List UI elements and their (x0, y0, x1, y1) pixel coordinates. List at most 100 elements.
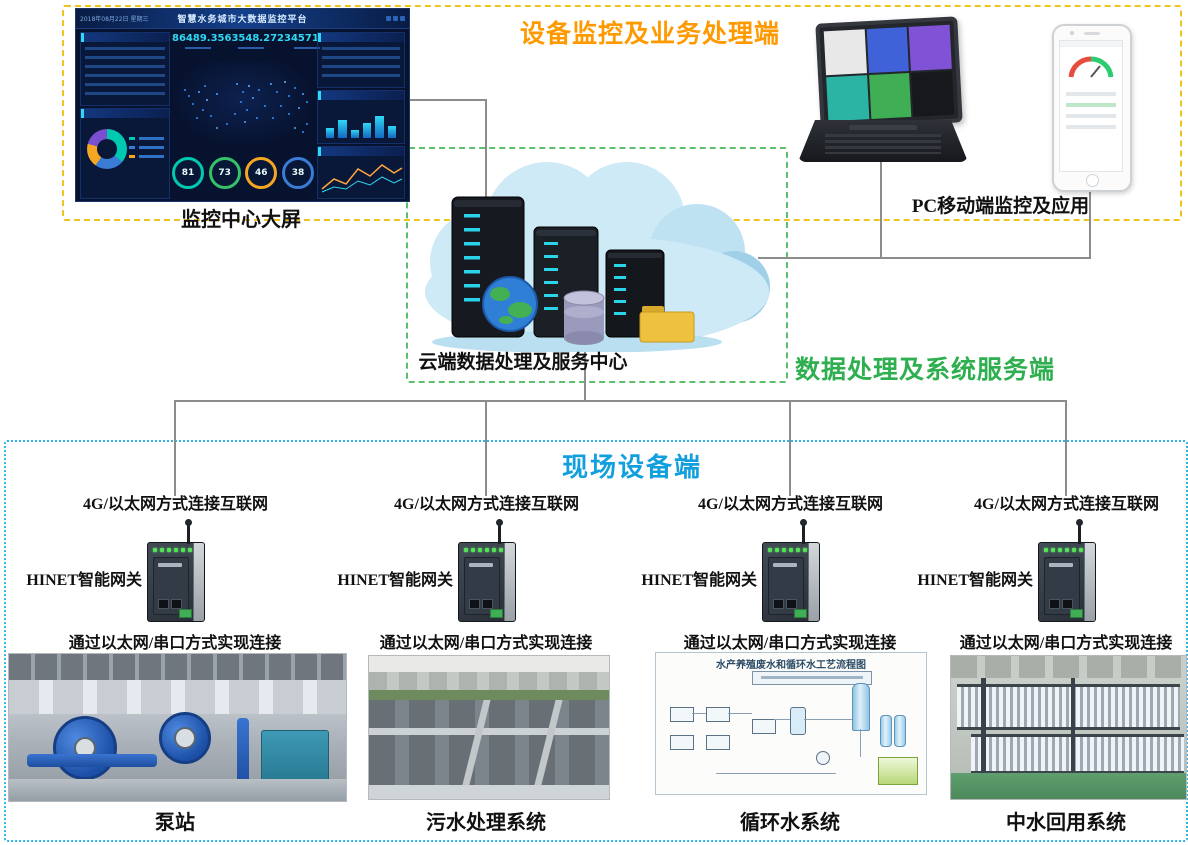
process-box (670, 735, 694, 750)
database-icon (563, 290, 605, 345)
serial-port-icon (1062, 599, 1073, 609)
serial-connection-label: 通过以太网/串口方式实现连接 (683, 635, 897, 652)
dashboard-date: 2018年08月22日 星期三 (80, 16, 149, 23)
network-connection-label: 4G/以太网方式连接互联网 (83, 496, 268, 513)
connector-drop-3 (789, 400, 791, 496)
gateway-front-panel (1044, 557, 1080, 615)
phone-illustration (1052, 24, 1132, 192)
membrane-rack (957, 684, 1180, 730)
serial-port-icon (786, 599, 797, 609)
donut-chart (87, 129, 127, 169)
flow-diagram-title: 水产养殖废水和循环水工艺流程图 (716, 660, 866, 671)
gateway-name-label: HINET智能网关 (641, 572, 757, 589)
network-connection-label: 4G/以太网方式连接互联网 (394, 496, 579, 513)
dashboard-kpi-row: 86489.35 63548.27 234571.68 (172, 33, 337, 57)
tall-tank (852, 683, 870, 731)
table-rows-placeholder (85, 47, 165, 101)
flow-line (728, 713, 752, 714)
pipe (27, 754, 157, 767)
mini-bar-chart (326, 105, 396, 138)
basin-edge (369, 785, 609, 799)
flow-line (716, 773, 836, 774)
gateway-name-label: HINET智能网关 (26, 572, 142, 589)
photo-ceiling (9, 654, 346, 680)
folder-icon (639, 306, 695, 343)
panel-header-bar (318, 147, 404, 156)
phone-status-bar (1060, 41, 1122, 47)
monitor-dashboard-screen: 2018年08月22日 星期三 智慧水务城市大数据监控平台 86489.35 6… (75, 8, 410, 202)
membrane-system-photo (950, 655, 1187, 800)
connector-field-bus (174, 400, 1067, 402)
ring-gauge: 81 (172, 157, 204, 189)
circulating-water-flow-diagram: 水产养殖废水和循环水工艺流程图 (655, 652, 927, 795)
system-name-label: 循环水系统 (740, 812, 840, 834)
dashboard-left-table-panel (80, 32, 170, 106)
network-connection-label: 4G/以太网方式连接互联网 (698, 496, 883, 513)
cloud-servers-illustration (425, 162, 770, 352)
control-cabinet (261, 730, 329, 782)
ethernet-port-icon (773, 599, 784, 609)
table-rows-placeholder (322, 47, 400, 83)
map-dot-cluster (176, 65, 178, 67)
panel-header-bar (81, 109, 169, 118)
process-box (706, 735, 730, 750)
terminal-block (1070, 609, 1083, 618)
gateway-front-panel (768, 557, 804, 615)
kpi-value: 86489.35 (172, 33, 225, 44)
dashboard-left-donut-panel (80, 108, 170, 199)
kpi-value: 63548.27 (224, 33, 278, 44)
mini-line-chart (321, 164, 403, 193)
antenna-icon (496, 519, 503, 544)
gateway-front-panel (153, 557, 189, 615)
terminal-block (490, 609, 503, 618)
pump-station-photo (8, 653, 347, 802)
connector-phone-v (1089, 188, 1091, 259)
connector-drop-1 (174, 400, 176, 496)
zone-cloud-side-title: 数据处理及系统服务端 (794, 357, 1055, 384)
flow-diagram-subheader (752, 671, 872, 685)
serial-connection-label: 通过以太网/串口方式实现连接 (379, 635, 593, 652)
serial-port-icon (171, 599, 182, 609)
connector-cloud-field-v (584, 352, 586, 402)
cloud-caption: 云端数据处理及服务中心 (418, 352, 628, 373)
flow-line (774, 719, 790, 720)
zone-monitoring-title: 设备监控及业务处理端 (519, 21, 780, 48)
dashboard-right-line-panel (317, 146, 405, 199)
antenna-icon (1076, 519, 1083, 544)
globe-icon (482, 276, 538, 332)
terminal-block (794, 609, 807, 618)
hinet-gateway-device (458, 519, 516, 622)
flow-line (860, 729, 861, 757)
system-name-label: 中水回用系统 (1006, 812, 1126, 834)
gateway-name-label: HINET智能网关 (337, 572, 453, 589)
process-box (670, 707, 694, 722)
dashboard-right-bar-panel (317, 90, 405, 144)
connector-laptop-v (880, 158, 882, 259)
gauge-row: 81 73 46 38 (172, 151, 314, 195)
flow-line (692, 713, 706, 714)
status-led-icons (1044, 548, 1083, 552)
panel-header-bar (81, 33, 169, 42)
connector-dashboard-cloud-v (485, 99, 487, 197)
phone-screen (1059, 40, 1123, 172)
photo-wall (9, 680, 346, 714)
flow-line (804, 719, 852, 720)
pc-mobile-caption: PC移动端监控及应用 (911, 196, 1090, 217)
serial-port-icon (482, 599, 493, 609)
connector-drop-4 (1065, 400, 1067, 496)
pipe (237, 718, 249, 788)
pump-volute (53, 716, 117, 780)
phone-data-rows (1060, 85, 1122, 136)
connector-dashboard-cloud-h (408, 99, 486, 101)
phone-speaker (1084, 32, 1100, 35)
photo-ceiling (951, 656, 1186, 678)
connector-cloud-pc-h (758, 257, 1091, 259)
antenna-icon (185, 519, 192, 544)
laptop-screen (815, 16, 963, 130)
serial-connection-label: 通过以太网/串口方式实现连接 (959, 635, 1173, 652)
connector-drop-2 (485, 400, 487, 496)
panel-header-bar (318, 91, 404, 100)
process-box (706, 707, 730, 722)
hinet-gateway-device (762, 519, 820, 622)
